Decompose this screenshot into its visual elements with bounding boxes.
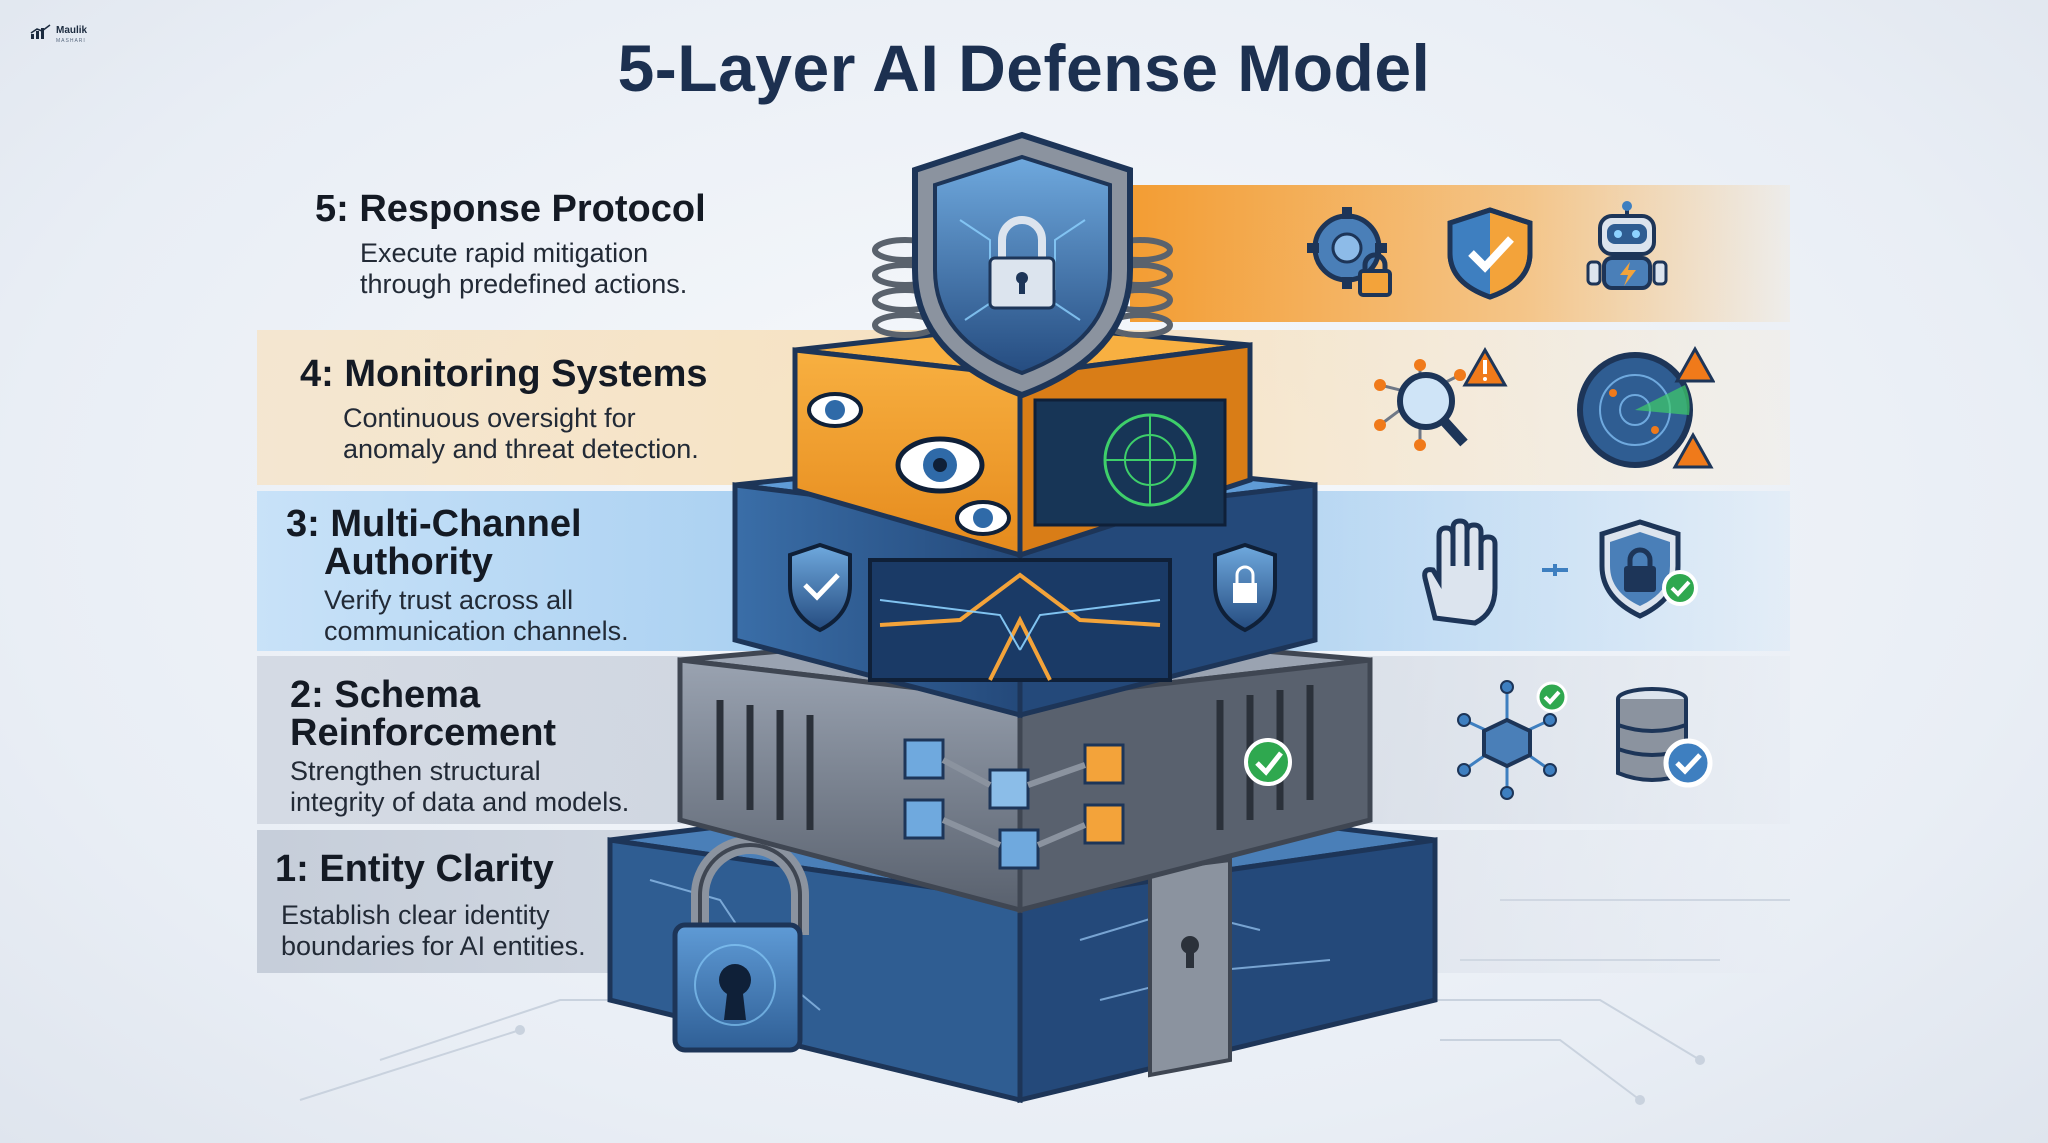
layer-2-desc-line-2: integrity of data and models.	[290, 787, 630, 817]
page-title: 5-Layer AI Defense Model	[617, 31, 1431, 105]
robot-icon	[1586, 201, 1668, 290]
layer-5-title: 5: Response Protocol	[315, 188, 706, 230]
layer-5-description: Execute rapid mitigation through predefi…	[315, 238, 775, 300]
layer-1-desc-line-2: boundaries for AI entities.	[281, 931, 586, 961]
top-shield-illustration	[912, 131, 1133, 399]
layer-3-title-line-2: Authority	[324, 541, 493, 583]
layer-4-title: 4: Monitoring Systems	[300, 353, 708, 395]
eye-illustration	[807, 392, 1011, 536]
layer-5-desc-line-2: through predefined actions.	[360, 269, 688, 299]
layer-2-title-line-2: Reinforcement	[290, 712, 557, 754]
layer-5-text: 5: Response Protocol Execute rapid mitig…	[315, 190, 775, 300]
layer-1-title: 1: Entity Clarity	[275, 848, 554, 890]
padlock-illustration	[672, 836, 809, 1053]
network-magnifier-warning-icon	[1374, 346, 1508, 451]
cube-network-check-icon	[1457, 680, 1568, 800]
logo-text: Maulik	[56, 25, 88, 36]
layer-1-description: Establish clear identity boundaries for …	[275, 900, 705, 962]
chart-logo-icon	[30, 24, 51, 39]
layer-3-text: 3: Multi-Channel Authority Verify trust …	[286, 505, 746, 647]
layer-4-description: Continuous oversight for anomaly and thr…	[300, 403, 760, 465]
database-check-icon	[1616, 687, 1713, 788]
shield-check-icon	[1447, 207, 1533, 300]
layer-5-desc-line-1: Execute rapid mitigation	[360, 238, 649, 268]
layer-3-description: Verify trust across all communication ch…	[286, 585, 746, 647]
layer-3-desc-line-1: Verify trust across all	[324, 585, 574, 615]
layer-1-desc-line-1: Establish clear identity	[281, 900, 550, 930]
layer-2-title-line-1: 2: Schema	[290, 674, 481, 716]
gear-lock-icon	[1307, 207, 1392, 297]
layer-4-desc-line-1: Continuous oversight for	[343, 403, 636, 433]
layer-1-text: 1: Entity Clarity Establish clear identi…	[275, 850, 705, 962]
tower-authority-layer	[732, 452, 1318, 719]
layer-4-desc-line-2: anomaly and threat detection.	[343, 434, 699, 464]
layer-3-title-line-1: 3: Multi-Channel	[286, 503, 582, 545]
plus-connector-icon	[1542, 564, 1568, 576]
hand-icon	[1422, 518, 1498, 626]
layer-3-desc-line-2: communication channels.	[324, 616, 629, 646]
layer-2-text: 2: Schema Reinforcement Strengthen struc…	[290, 676, 690, 818]
radar-warning-icon	[1577, 345, 1715, 469]
brand-logo: Maulik MASHARI	[30, 20, 87, 44]
layer-2-description: Strengthen structural integrity of data …	[290, 756, 690, 818]
logo-subtext: MASHARI	[56, 38, 86, 44]
shield-lock-check-icon	[1599, 519, 1698, 619]
layer-4-text: 4: Monitoring Systems Continuous oversig…	[300, 355, 760, 465]
layer-2-desc-line-1: Strengthen structural	[290, 756, 541, 786]
